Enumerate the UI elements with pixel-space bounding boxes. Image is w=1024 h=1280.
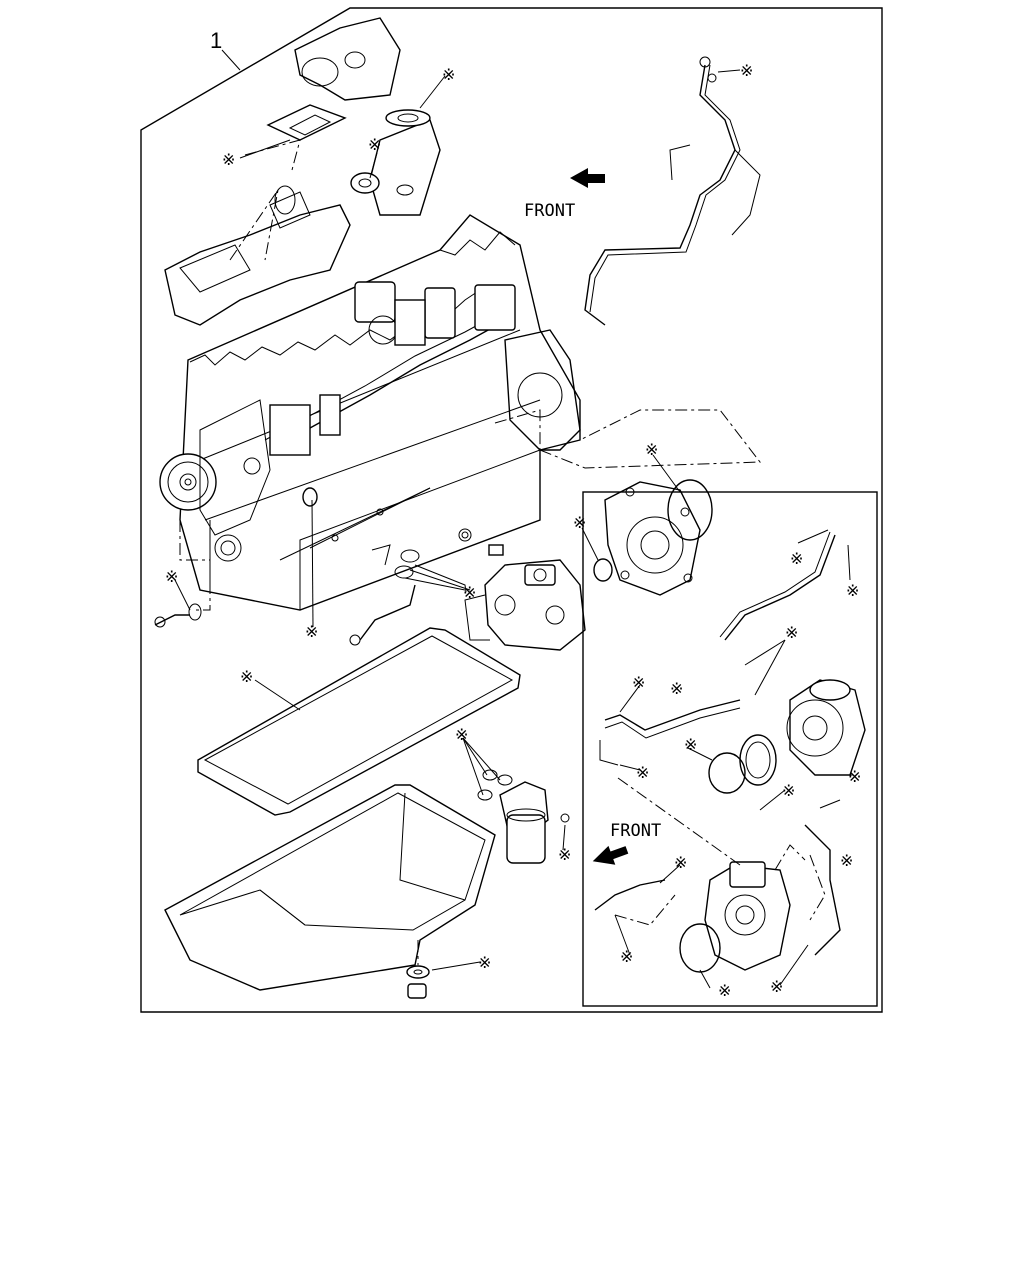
rear-cover-plate <box>604 481 701 596</box>
supply-pump <box>464 559 586 651</box>
kit-marker-icon: ※ <box>840 851 853 870</box>
kit-marker-icon: ※ <box>558 845 571 864</box>
kit-marker-icon: ※ <box>785 623 798 642</box>
kit-marker-icon: ※ <box>782 781 795 800</box>
pump-o-rings <box>394 549 467 593</box>
kit-marker-icon: ※ <box>442 65 455 84</box>
kit-marker-icon: ※ <box>790 549 803 568</box>
small-o-ring <box>593 558 613 582</box>
oil-pan-gasket <box>197 627 521 816</box>
item-number-label: 1 <box>210 28 222 53</box>
inset-oil-pipes <box>594 531 841 956</box>
pump-fitting <box>458 528 504 556</box>
kit-marker-icon: ※ <box>165 567 178 586</box>
kit-marker-icon: ※ <box>368 135 381 154</box>
kit-marker-icon: ※ <box>620 947 633 966</box>
kit-marker-icon: ※ <box>636 763 649 782</box>
kit-marker-icon: ※ <box>718 981 731 1000</box>
drain-plug <box>406 940 430 999</box>
kit-marker-icon: ※ <box>305 622 318 641</box>
kit-marker-icon: ※ <box>674 853 687 872</box>
inset-pump-o-ring <box>679 923 721 973</box>
flywheel-housing-gasket-callout <box>539 409 761 469</box>
leader-lines <box>174 69 853 989</box>
kit-marker-icon: ※ <box>455 725 468 744</box>
kit-marker-icon: ※ <box>632 673 645 692</box>
engine-block <box>159 214 581 611</box>
kit-marker-icon: ※ <box>684 735 697 754</box>
kit-marker-icon: ※ <box>240 667 253 686</box>
kit-marker-icon: ※ <box>222 150 235 169</box>
inset-turbocharger <box>786 679 866 776</box>
inset-clamp <box>739 734 777 786</box>
item-number-leader <box>221 49 241 71</box>
inset-front-direction-arrow <box>592 845 629 865</box>
kit-marker-icon: ※ <box>478 953 491 972</box>
oil-filter <box>477 769 570 864</box>
kit-marker-icon: ※ <box>848 767 861 786</box>
kit-marker-icon: ※ <box>846 581 859 600</box>
kit-marker-icon: ※ <box>740 61 753 80</box>
oil-pan <box>164 784 496 991</box>
front-label-inset: FRONT <box>610 821 661 841</box>
kit-marker-icon: ※ <box>573 513 586 532</box>
kit-marker-icon: ※ <box>770 977 783 996</box>
kit-marker-icon: ※ <box>670 679 683 698</box>
intake-egr-assembly <box>164 17 441 326</box>
inset-frame <box>582 491 878 1007</box>
cover-o-ring <box>667 479 713 541</box>
kit-marker-icon: ※ <box>645 440 658 459</box>
kit-markers: ※ ※ ※ ※ ※ ※ ※ ※ ※ ※ ※ ※ ※ ※ ※ ※ ※ ※ ※ ※ … <box>165 61 861 1000</box>
oil-pipe <box>349 544 416 646</box>
outer-frame <box>140 7 883 1013</box>
kit-marker-icon: ※ <box>463 583 476 602</box>
front-direction-arrow <box>570 168 605 188</box>
injection-pipe-harness <box>584 56 761 326</box>
front-label-main: FRONT <box>524 201 575 221</box>
inset-turbo-o-ring <box>708 752 746 794</box>
oil-cooler-pipe <box>154 603 202 628</box>
inset-supply-pump <box>704 861 791 971</box>
